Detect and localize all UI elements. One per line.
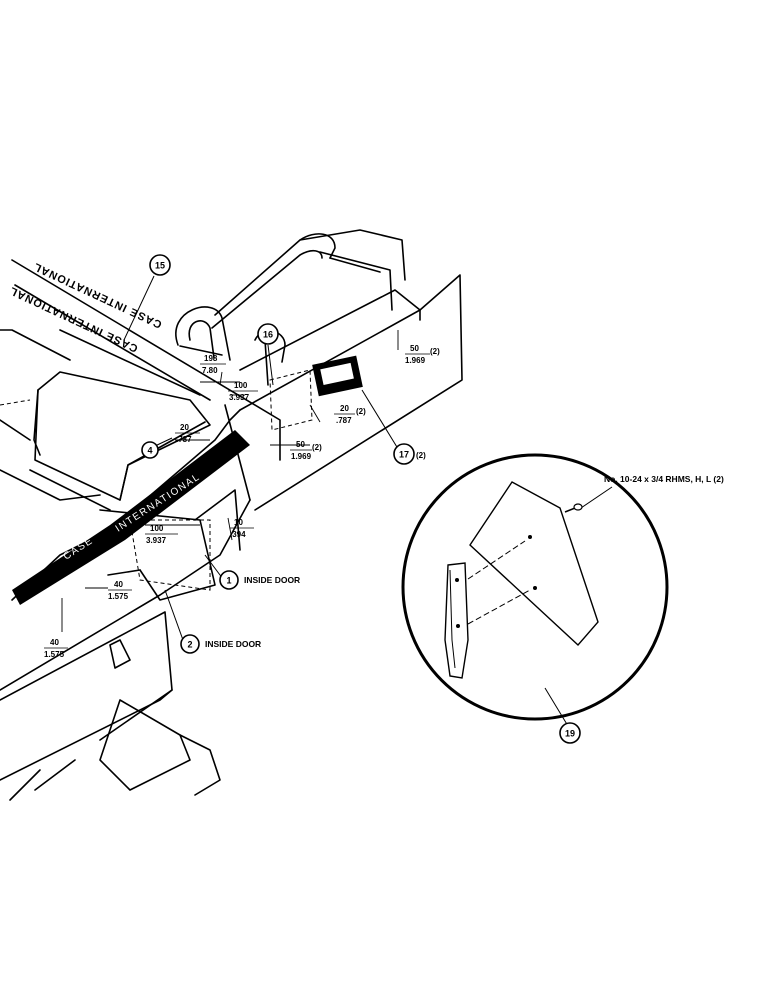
- dimension-label: 20 .787: [175, 423, 200, 444]
- svg-text:100: 100: [234, 381, 248, 390]
- svg-text:3.937: 3.937: [229, 393, 250, 402]
- svg-text:(2): (2): [312, 443, 322, 452]
- svg-text:.394: .394: [230, 530, 246, 539]
- svg-text:40: 40: [50, 638, 59, 647]
- leader-1: [204, 554, 224, 580]
- callout-16: 16: [257, 323, 279, 345]
- dimension-label: 50 1.969 (2): [405, 344, 440, 365]
- svg-text:1.969: 1.969: [291, 452, 312, 461]
- svg-text:100: 100: [150, 524, 164, 533]
- svg-text:4: 4: [147, 446, 152, 456]
- callout-15: 15: [149, 254, 171, 276]
- svg-text:1.575: 1.575: [44, 650, 65, 659]
- svg-text:40: 40: [114, 580, 123, 589]
- callout-19: 19: [559, 722, 581, 744]
- svg-text:1: 1: [226, 576, 231, 586]
- callout-2-note: INSIDE DOOR: [205, 639, 261, 649]
- dimension-label: 50 1.969 (2): [290, 440, 322, 461]
- decal-guide-line: [179, 345, 223, 356]
- svg-text:19: 19: [565, 729, 575, 739]
- svg-text:(2): (2): [430, 347, 440, 356]
- svg-text:50: 50: [410, 344, 419, 353]
- svg-text:20: 20: [340, 404, 349, 413]
- leader-4: [154, 437, 173, 447]
- dimension-label: 100 3.937: [228, 381, 258, 402]
- svg-text:17: 17: [399, 450, 409, 460]
- svg-text:10: 10: [234, 518, 243, 527]
- svg-text:2: 2: [187, 640, 192, 650]
- machine-body: [0, 259, 463, 781]
- leader-15: [123, 275, 155, 341]
- decal-guide-line: [59, 329, 201, 396]
- svg-text:15: 15: [155, 261, 165, 271]
- dimension-label: 100 3.937: [145, 524, 178, 545]
- dimension-labels: 198 7.80 100 3.937 20 .787 100 3.937 10 …: [44, 344, 440, 659]
- screw-icon: [564, 503, 583, 513]
- svg-text:198: 198: [204, 354, 218, 363]
- decal-outline: [269, 369, 313, 431]
- leader-hardware: [577, 486, 613, 511]
- svg-text:16: 16: [263, 330, 273, 340]
- dimension-label: 40 1.575: [44, 638, 68, 659]
- svg-text:.787: .787: [176, 435, 192, 444]
- hitch-shaft: [9, 639, 221, 801]
- svg-text:50: 50: [296, 440, 305, 449]
- svg-text:20: 20: [180, 423, 189, 432]
- svg-text:.787: .787: [336, 416, 352, 425]
- hardware-note: No. 10-24 x 3/4 RHMS, H, L (2): [604, 474, 724, 484]
- lower-decal-text: CASE INTERNATIONAL: [7, 284, 140, 354]
- svg-text:1.575: 1.575: [108, 592, 129, 601]
- door-outline: [129, 519, 211, 591]
- callouts: 15 16 4 1 INSIDE DOOR 2 INSIDE DOOR 17 (…: [141, 254, 581, 744]
- leader-16: [267, 344, 274, 386]
- instruction-plate: [312, 355, 363, 397]
- callout-17: 17 (2): [393, 443, 426, 465]
- leader-17: [361, 389, 401, 453]
- callout-4: 4: [141, 441, 159, 459]
- svg-text:3.937: 3.937: [146, 536, 167, 545]
- callout-2: 2 INSIDE DOOR: [180, 634, 261, 654]
- detail-view: [401, 453, 669, 721]
- callout-1: 1 INSIDE DOOR: [219, 570, 300, 590]
- leader-2: [164, 589, 184, 641]
- dimension-label: 10 .394: [230, 518, 254, 539]
- side-door: [99, 489, 241, 601]
- svg-text:(2): (2): [356, 407, 366, 416]
- callout-17-qty: (2): [416, 451, 426, 460]
- dimension-label: 40 1.575: [108, 580, 132, 601]
- dimension-label: 20 .787 (2): [334, 404, 366, 425]
- dimension-label: 198 7.80: [200, 354, 226, 375]
- dashed-edge: [0, 399, 31, 406]
- svg-text:1.969: 1.969: [405, 356, 426, 365]
- svg-text:7.80: 7.80: [202, 366, 218, 375]
- console-cover: [29, 371, 211, 511]
- callout-1-note: INSIDE DOOR: [244, 575, 300, 585]
- upper-decal-text: CASE INTERNATIONAL: [31, 260, 164, 330]
- leader-19: [544, 687, 569, 727]
